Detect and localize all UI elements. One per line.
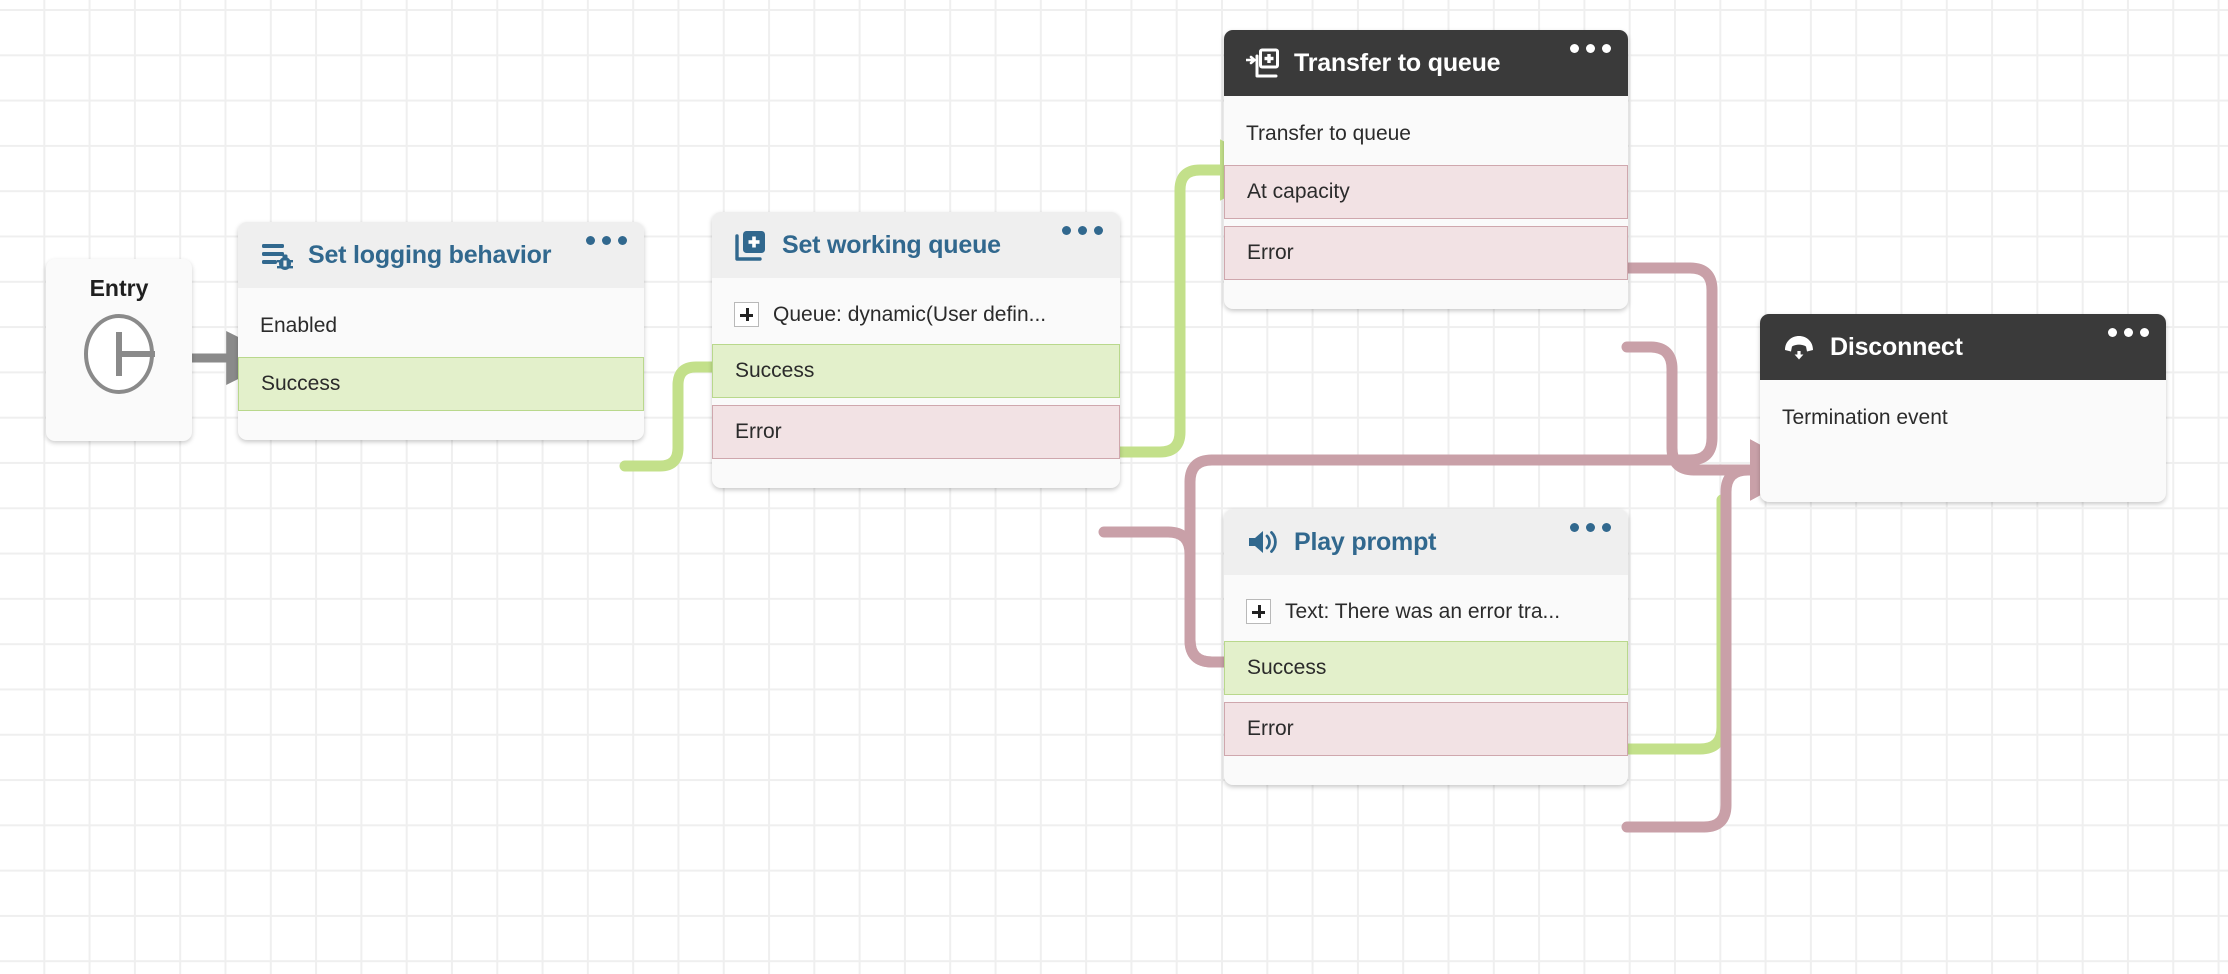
entry-label: Entry (89, 275, 149, 301)
more-options-icon[interactable] (1062, 226, 1103, 235)
node-header[interactable]: Transfer to queue (1224, 30, 1628, 96)
more-options-icon[interactable] (586, 236, 627, 245)
speaker-icon (1249, 531, 1277, 553)
node-body: Text: There was an error tra... Success … (1224, 575, 1628, 785)
node-set-logging-behavior[interactable]: Set logging behavior Enabled Success (238, 222, 644, 440)
node-header[interactable]: Play prompt (1224, 509, 1628, 575)
node-header[interactable]: Set working queue (712, 212, 1120, 278)
node-body: Queue: dynamic(User defin... Success Err… (712, 278, 1120, 488)
node-header[interactable]: Set logging behavior (238, 222, 644, 288)
row-termination-event: Termination event (1782, 406, 1948, 429)
node-title: Play prompt (1294, 527, 1437, 556)
node-disconnect[interactable]: Disconnect Termination event (1760, 314, 2166, 502)
wire-at-capacity-to-play-prompt (1184, 262, 1718, 668)
expand-plus-icon[interactable] (734, 302, 759, 327)
wire-logging-success-to-set-working-queue (619, 336, 771, 472)
log-bug-icon (262, 244, 293, 270)
row-queue-param[interactable]: Queue: dynamic(User defin... (712, 292, 1120, 337)
node-body: Transfer to queue At capacity Error (1224, 96, 1628, 309)
node-title: Set logging behavior (308, 240, 552, 269)
node-title: Transfer to queue (1294, 48, 1501, 77)
row-transfer-to-queue: Transfer to queue (1246, 122, 1411, 145)
row-enabled: Enabled (260, 314, 338, 337)
more-options-icon[interactable] (1570, 44, 1611, 53)
row-text-label: Text: There was an error tra... (1285, 599, 1561, 623)
phone-hangup-icon (1785, 336, 1813, 360)
port-success[interactable]: Success (238, 357, 644, 411)
more-options-icon[interactable] (2108, 328, 2149, 337)
row-text-param[interactable]: Text: There was an error tra... (1224, 589, 1628, 634)
node-title: Set working queue (782, 230, 1001, 259)
row-queue-label: Queue: dynamic(User defin... (773, 302, 1047, 326)
node-transfer-to-queue[interactable]: Transfer to queue Transfer to queue At c… (1224, 30, 1628, 309)
expand-plus-icon[interactable] (1246, 599, 1271, 624)
node-body: Enabled Success (238, 288, 644, 440)
node-title: Disconnect (1830, 332, 1963, 361)
more-options-icon[interactable] (1570, 523, 1611, 532)
port-success[interactable]: Success (712, 344, 1120, 398)
port-success[interactable]: Success (1224, 641, 1628, 695)
port-error[interactable]: Error (1224, 226, 1628, 280)
transfer-queue-icon (1246, 48, 1279, 78)
wire-play-success-to-disconnect (1621, 494, 1728, 755)
node-header[interactable]: Disconnect (1760, 314, 2166, 380)
wire-queue-error-to-play-prompt (1098, 526, 1287, 693)
entry-node[interactable]: Entry (46, 259, 192, 441)
node-set-working-queue[interactable]: Set working queue Queue: dynamic(User de… (712, 212, 1120, 488)
port-error[interactable]: Error (1224, 702, 1628, 756)
wire-play-error-to-disconnect (1621, 439, 1807, 833)
queue-add-icon (735, 231, 765, 261)
port-error[interactable]: Error (712, 405, 1120, 459)
entry-circle-icon (84, 314, 155, 394)
wire-queue-success-to-transfer-to-queue (1098, 139, 1277, 458)
node-body: Termination event (1760, 380, 2166, 502)
port-at-capacity[interactable]: At capacity (1224, 165, 1628, 219)
node-play-prompt[interactable]: Play prompt Text: There was an error tra… (1224, 509, 1628, 785)
wire-transfer-error-to-disconnect (1621, 341, 1807, 501)
